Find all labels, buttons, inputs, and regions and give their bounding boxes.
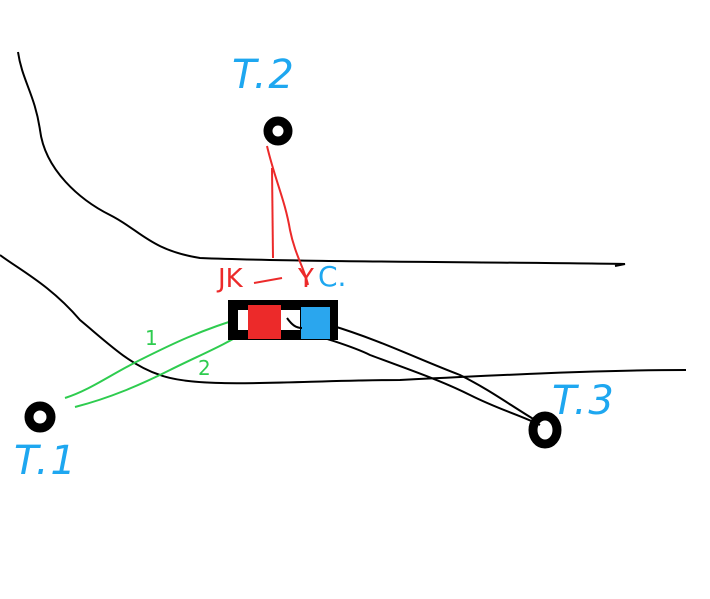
terminal-t1-label: T.1 <box>14 438 78 484</box>
terminal-t2-point[interactable] <box>263 116 293 146</box>
terminal-t3-point[interactable] <box>528 411 562 449</box>
road-upper-edge <box>17 51 626 267</box>
red-jk-arrow <box>253 277 283 284</box>
wire-stub <box>286 317 303 329</box>
terminal-t2-label: T.2 <box>232 52 296 98</box>
wire-green-2 <box>74 329 249 408</box>
red-terminal-block[interactable] <box>248 305 281 339</box>
green-wire-label-1: 1 <box>145 326 158 350</box>
wire-green-1 <box>64 315 249 399</box>
wire-black-1 <box>329 324 536 421</box>
wire-red-2 <box>266 145 309 286</box>
road-lower-edge <box>0 254 687 385</box>
wire-red-1 <box>271 167 274 259</box>
red-annotation-y: Y <box>298 264 314 294</box>
blue-terminal-block[interactable] <box>301 307 330 339</box>
green-wire-label-2: 2 <box>198 356 211 380</box>
red-annotation-jk: JK <box>218 264 243 294</box>
terminal-t1-point[interactable] <box>24 401 56 433</box>
terminal-t3-label: T.3 <box>552 378 616 424</box>
blue-annotation-c: C. <box>318 260 347 293</box>
